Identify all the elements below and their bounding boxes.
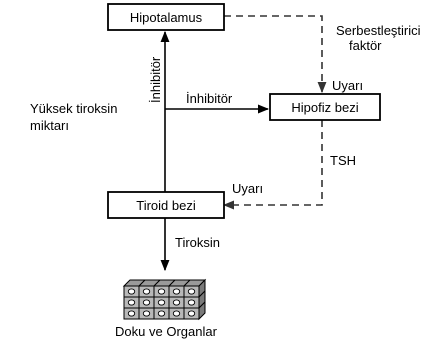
- cell-nucleus: [157, 310, 166, 317]
- pituitary-label: Hipofiz bezi: [291, 100, 358, 115]
- tsh-label: TSH: [330, 153, 356, 168]
- releasing-factor-arrow: [224, 15, 327, 94]
- cell-nucleus: [157, 288, 166, 295]
- inhibitor-pituitary-label: İnhibitör: [186, 91, 233, 106]
- stimulus-thyroid-label: Uyarı: [232, 181, 263, 196]
- thyroxine-label: Tiroksin: [175, 235, 220, 250]
- cell-nucleus: [127, 310, 136, 317]
- tissues-label: Doku ve Organlar: [115, 324, 218, 339]
- cell-nucleus: [172, 310, 181, 317]
- releasing-factor-label-line1: Serbestleştirici: [336, 23, 421, 38]
- cell-nucleus: [187, 299, 196, 306]
- hypothalamus-box: Hipotalamus: [107, 3, 225, 31]
- thyroid-box: Tiroid bezi: [107, 191, 225, 219]
- cell-nucleus: [172, 299, 181, 306]
- inhibitor-hypothalamus-label: İnhibitör: [148, 56, 163, 103]
- cell-nucleus: [127, 288, 136, 295]
- high-thyroxine-label-line2: miktarı: [30, 118, 69, 133]
- cell-nucleus: [142, 288, 151, 295]
- tissue-block-icon: [122, 278, 207, 321]
- cell-nucleus: [142, 310, 151, 317]
- cell-nucleus: [187, 288, 196, 295]
- pituitary-box: Hipofiz bezi: [269, 93, 381, 121]
- cell-nucleus: [172, 288, 181, 295]
- thyroid-label: Tiroid bezi: [136, 198, 196, 213]
- cell-nucleus: [187, 310, 196, 317]
- releasing-factor-label-line2: faktör: [349, 38, 382, 53]
- cell-nucleus: [142, 299, 151, 306]
- cell-nucleus: [157, 299, 166, 306]
- tsh-arrow: [222, 120, 323, 210]
- stimulus-pituitary-label: Uyarı: [332, 78, 363, 93]
- high-thyroxine-label-line1: Yüksek tiroksin: [30, 101, 117, 116]
- hypothalamus-label: Hipotalamus: [130, 10, 203, 25]
- cell-nucleus: [127, 299, 136, 306]
